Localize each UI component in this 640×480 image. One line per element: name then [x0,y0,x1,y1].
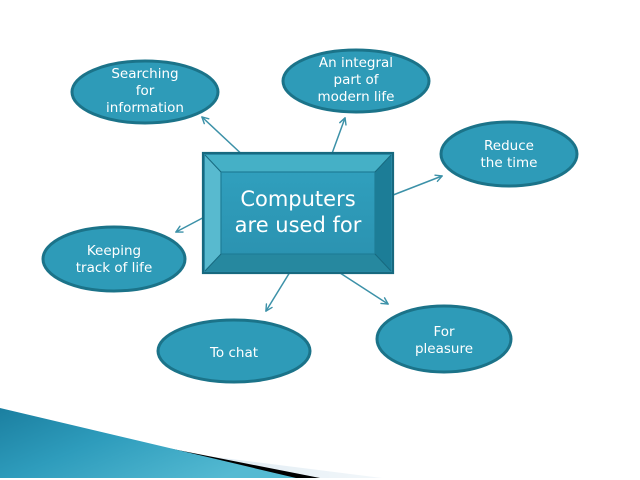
node-label-line3: information [106,100,184,116]
node-label-line1: An integral [319,55,393,71]
center-box-corner-lines [204,154,392,272]
ellipse-shape [375,304,513,374]
node-label-line2: the time [481,155,538,171]
ellipse-shape [41,225,187,293]
node-for-pleasure[interactable]: For pleasure [375,304,513,374]
node-label-line1: For [433,324,455,340]
center-label-line2: are used for [235,213,362,237]
node-an-integral-part-of-modern-life[interactable]: An integral part of modern life [281,48,431,114]
footer-blue-triangle [0,408,296,478]
node-keeping-track-of-life[interactable]: Keeping track of life [41,225,187,293]
node-label-line2: part of [334,72,380,88]
node-label-line1: Searching [111,66,178,82]
node-searching-for-information[interactable]: Searching for information [70,59,220,125]
center-box-bevel-left [205,155,221,271]
center-box-face [220,171,376,255]
node-label-line3: modern life [317,89,394,105]
ellipse-shape [70,59,220,125]
ellipse-shape [281,48,431,114]
node-computers-are-used-for[interactable]: Computers are used for [201,151,395,275]
node-label-line2: for [136,83,155,99]
center-box-bevel-top [205,155,391,172]
node-label-line1: To chat [209,345,258,361]
center-box-bevel-right [375,155,391,271]
ellipse-shape [156,318,312,384]
center-label-line1: Computers [240,187,355,211]
connector-to-reduce-the-time [387,174,443,198]
node-reduce-the-time[interactable]: Reduce the time [439,120,579,188]
node-to-chat[interactable]: To chat [156,318,312,384]
footer-banner [0,408,382,478]
center-box-bevel-bottom [205,254,391,271]
connector-to-for-pleasure [336,270,389,305]
node-label-line1: Keeping [87,243,141,259]
node-label-line2: pleasure [415,341,473,357]
connector-to-to-chat [265,271,291,312]
ellipse-shape [439,120,579,188]
node-label-line1: Reduce [484,138,534,154]
node-label-line2: track of life [76,260,153,276]
